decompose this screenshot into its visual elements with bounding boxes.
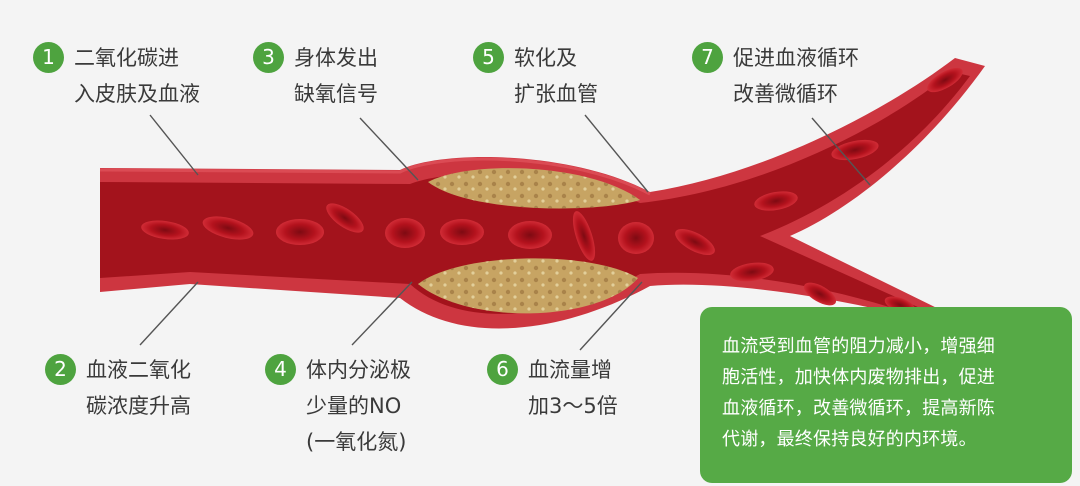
- step-4-badge: 4: [265, 354, 296, 385]
- leader-line-1: [149, 114, 199, 176]
- step-2: 2 血液二氧化 碳浓度升高: [45, 352, 191, 424]
- red-blood-cell-icon: [326, 203, 364, 233]
- summary-line-1: 血流受到血管的阻力减小，增强细: [722, 336, 995, 357]
- red-blood-cell-icon: [675, 228, 715, 256]
- summary-line-3: 血液循环，改善微循环，提高新陈: [722, 398, 995, 419]
- step-2-text: 血液二氧化 碳浓度升高: [86, 352, 191, 424]
- red-blood-cell-icon: [508, 221, 552, 249]
- step-1-text: 二氧化碳进 入皮肤及血液: [74, 40, 200, 112]
- step-2-line-2: 碳浓度升高: [86, 394, 191, 418]
- red-blood-cell-icon: [927, 67, 963, 93]
- summary-box: 血流受到血管的阻力减小，增强细 胞活性，加快体内废物排出，促进 血液循环，改善微…: [700, 307, 1072, 483]
- red-blood-cell-icon: [440, 219, 484, 245]
- red-blood-cell-icon: [141, 220, 189, 240]
- red-blood-cell-icon: [730, 262, 774, 282]
- leader-lines: [139, 114, 871, 351]
- step-3-line-1: 身体发出: [294, 46, 378, 70]
- step-6-badge: 6: [487, 354, 518, 385]
- step-7-line-2: 改善微循环: [733, 82, 838, 106]
- step-5-badge: 5: [473, 42, 504, 73]
- red-blood-cell-icon: [754, 191, 798, 211]
- step-7: 7 促进血液循环 改善微循环: [692, 40, 859, 112]
- step-1-line-1: 二氧化碳进: [74, 46, 179, 70]
- step-2-badge: 2: [45, 354, 76, 385]
- step-2-line-1: 血液二氧化: [86, 358, 191, 382]
- step-3-line-2: 缺氧信号: [294, 82, 378, 106]
- step-6-text: 血流量增 加3～5倍: [528, 352, 618, 424]
- step-4-line-3: (一氧化氮): [306, 430, 407, 454]
- step-1-badge: 1: [33, 42, 64, 73]
- red-blood-cell-icon: [803, 282, 837, 306]
- step-1: 1 二氧化碳进 入皮肤及血液: [33, 40, 200, 112]
- step-3: 3 身体发出 缺氧信号: [253, 40, 378, 112]
- red-blood-cells: [141, 67, 963, 314]
- summary-line-4: 代谢，最终保持良好的内环境。: [722, 429, 977, 450]
- step-5-line-1: 软化及: [514, 46, 577, 70]
- step-4-line-1: 体内分泌极: [306, 358, 411, 382]
- step-5: 5 软化及 扩张血管: [473, 40, 598, 112]
- step-5-line-2: 扩张血管: [514, 82, 598, 106]
- step-7-text: 促进血液循环 改善微循环: [733, 40, 859, 112]
- step-3-badge: 3: [253, 42, 284, 73]
- step-6-line-1: 血流量增: [528, 358, 612, 382]
- leader-line-4: [351, 281, 413, 346]
- step-6: 6 血流量增 加3～5倍: [487, 352, 618, 424]
- leader-line-2: [139, 281, 199, 346]
- leader-line-7: [811, 117, 871, 186]
- leader-line-3: [359, 117, 419, 181]
- step-5-text: 软化及 扩张血管: [514, 40, 598, 112]
- red-blood-cell-icon: [618, 222, 654, 254]
- step-7-badge: 7: [692, 42, 723, 73]
- step-4-text: 体内分泌极 少量的NO (一氧化氮): [306, 352, 411, 460]
- step-3-text: 身体发出 缺氧信号: [294, 40, 378, 112]
- leader-line-5: [584, 114, 649, 193]
- red-blood-cell-icon: [202, 216, 254, 240]
- red-blood-cell-icon: [572, 211, 596, 261]
- step-6-line-2: 加3～5倍: [528, 394, 618, 418]
- summary-line-2: 胞活性，加快体内废物排出，促进: [722, 367, 995, 388]
- step-4: 4 体内分泌极 少量的NO (一氧化氮): [265, 352, 411, 460]
- red-blood-cell-icon: [385, 218, 425, 248]
- leader-line-6: [579, 281, 643, 351]
- step-7-line-1: 促进血液循环: [733, 46, 859, 70]
- red-blood-cell-icon: [276, 219, 324, 245]
- step-4-line-2: 少量的NO: [306, 394, 402, 418]
- step-1-line-2: 入皮肤及血液: [74, 82, 200, 106]
